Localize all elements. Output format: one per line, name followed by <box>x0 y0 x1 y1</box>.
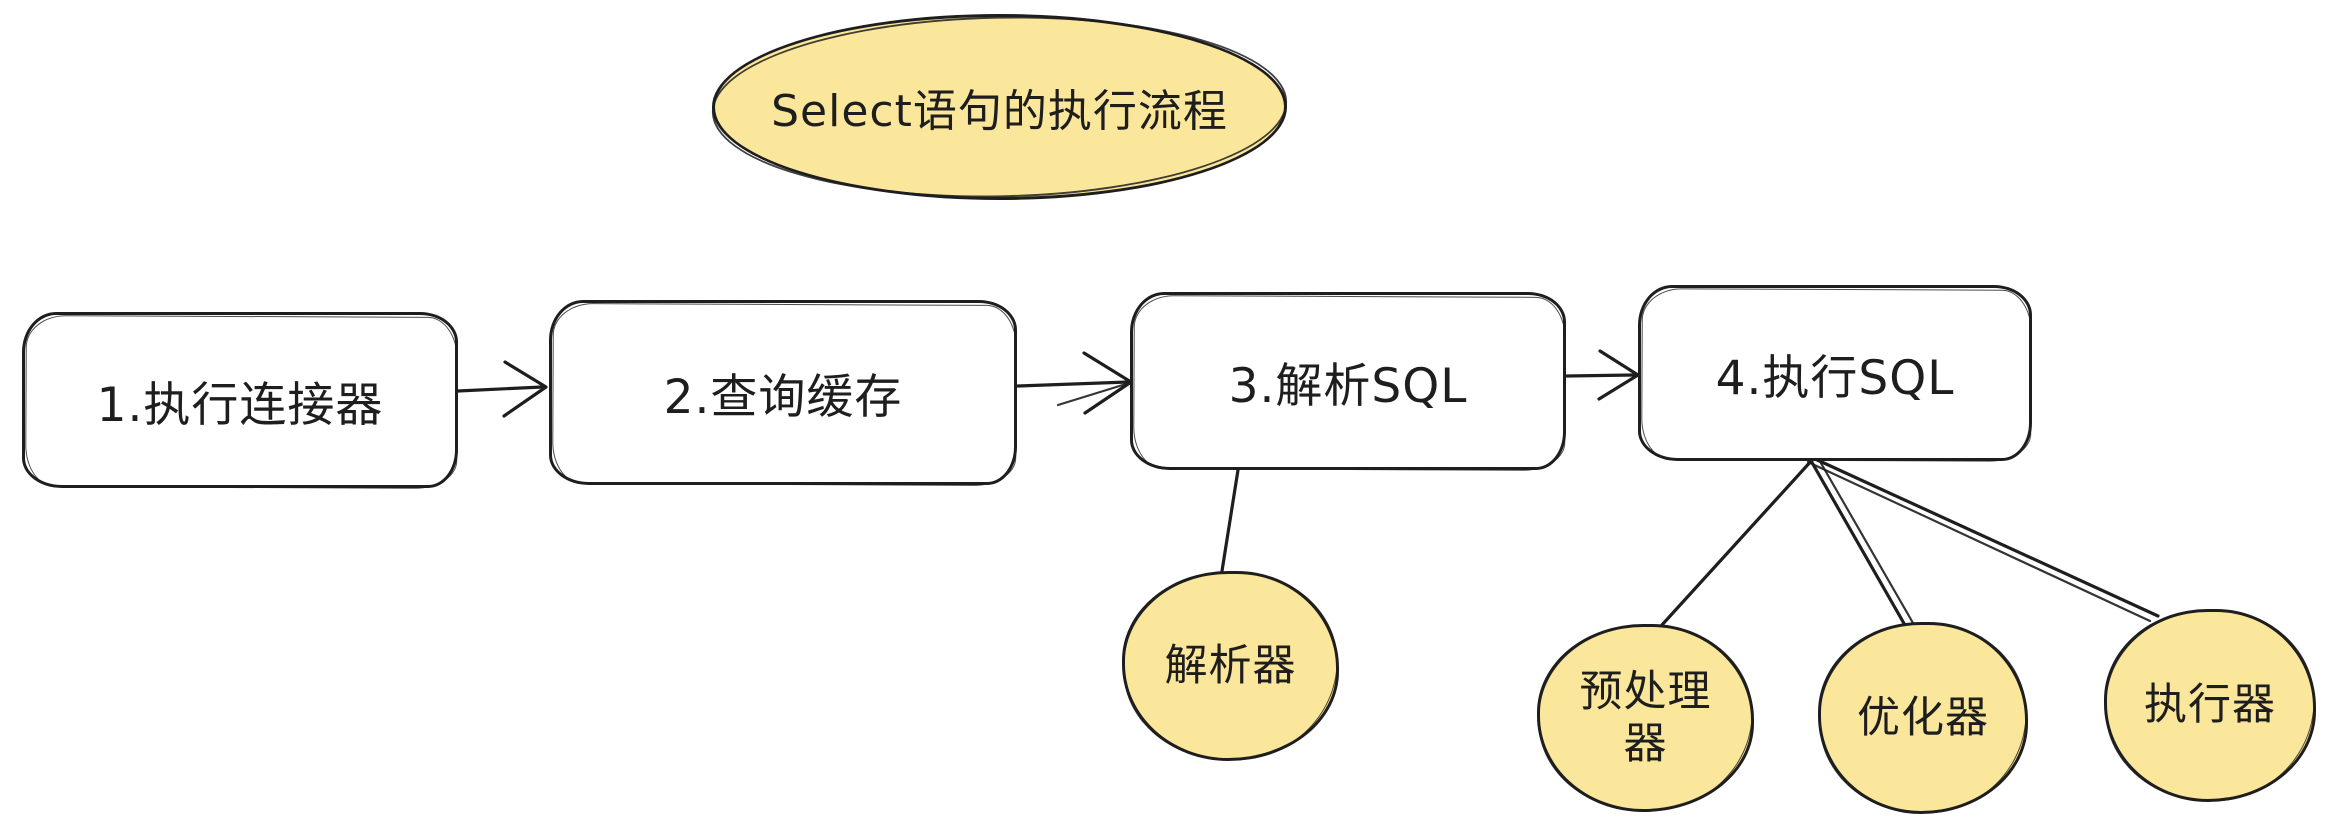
step-box-connector: 1.执行连接器 <box>22 312 458 488</box>
arrow-shaft <box>456 385 544 393</box>
diagram-title-ellipse: Select语句的执行流程 <box>712 14 1287 200</box>
module-label: 优化器 <box>1857 692 1989 743</box>
arrow-head <box>502 360 548 418</box>
module-circle-executor: 执行器 <box>2104 609 2316 802</box>
line-step4-executor-extra-stroke <box>1806 460 2152 623</box>
line-step4-executor <box>1811 456 2160 618</box>
step-label: 1.执行连接器 <box>96 377 384 433</box>
module-circle-optimizer: 优化器 <box>1818 622 2028 814</box>
arrow-shaft <box>1565 373 1636 378</box>
module-label: 执行器 <box>2144 680 2276 731</box>
step-box-parse-sql: 3.解析SQL <box>1130 292 1566 470</box>
arrow-shaft <box>1016 380 1130 388</box>
module-circle-preprocessor: 预处理器 <box>1537 624 1754 812</box>
step-label: 4.执行SQL <box>1715 350 1955 406</box>
diagram-title-label: Select语句的执行流程 <box>771 86 1228 137</box>
arrow-step3-step4 <box>1565 349 1640 401</box>
line-step4-preprocessor <box>1659 457 1815 628</box>
arrow-step2-step3 <box>1016 351 1133 415</box>
line-step4-optimizer-extra-stroke <box>1816 456 1915 625</box>
step-label: 3.解析SQL <box>1228 358 1468 414</box>
module-label: 预处理器 <box>1579 666 1712 769</box>
module-label: 解析器 <box>1164 640 1297 691</box>
arrow-step1-step2 <box>456 360 548 418</box>
step-box-execute-sql: 4.执行SQL <box>1638 285 2032 461</box>
step-label: 2.查询缓存 <box>663 370 903 425</box>
step-box-query-cache: 2.查询缓存 <box>549 300 1017 485</box>
line-step3-parser <box>1220 468 1240 573</box>
arrow-head-extra-stroke <box>1056 382 1128 407</box>
line-step4-optimizer <box>1808 457 1908 629</box>
module-circle-parser: 解析器 <box>1122 571 1339 761</box>
